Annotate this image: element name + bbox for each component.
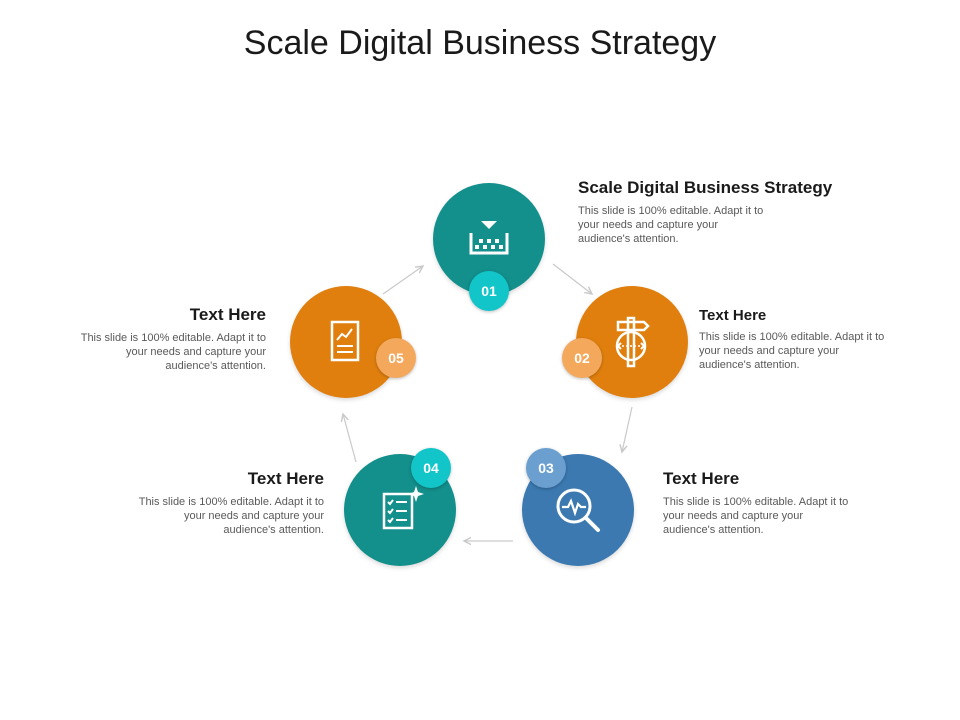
- step-05-description: This slide is 100% editable. Adapt it to…: [80, 332, 266, 372]
- step-03-description: This slide is 100% editable. Adapt it to…: [663, 496, 849, 536]
- step-05-badge: 05: [376, 338, 416, 378]
- step-02-heading: Text Here: [699, 307, 767, 324]
- step-05-text-block: Text Here This slide is 100% editable. A…: [76, 305, 266, 373]
- checklist-sparkle-icon: [382, 486, 424, 530]
- step-04-badge: 04: [411, 448, 451, 488]
- step-01-badge: 01: [469, 271, 509, 311]
- arrow-01-02: [552, 263, 592, 294]
- step-03-badge: 03: [526, 448, 566, 488]
- step-02-description: This slide is 100% editable. Adapt it to…: [699, 331, 885, 371]
- document-chart-icon: [330, 320, 360, 362]
- step-02-badge: 02: [562, 338, 602, 378]
- signpost-globe-icon: [615, 316, 650, 368]
- step-05-heading: Text Here: [189, 305, 266, 324]
- step-02-text-block: Text Here This slide is 100% editable. A…: [699, 307, 889, 372]
- step-01-description: This slide is 100% editable. Adapt it to…: [578, 205, 764, 245]
- step-01-heading: Scale Digital Business Strategy: [578, 178, 833, 197]
- arrow-05-01: [382, 266, 423, 295]
- step-04-description: This slide is 100% editable. Adapt it to…: [138, 496, 324, 536]
- inbox-download-icon: [469, 221, 509, 255]
- magnifier-pulse-icon: [556, 488, 600, 532]
- arrow-04-05: [343, 414, 357, 463]
- arrow-02-03: [622, 406, 633, 452]
- step-03-text-block: Text Here This slide is 100% editable. A…: [663, 469, 863, 537]
- step-04-heading: Text Here: [247, 469, 324, 488]
- page-title: Scale Digital Business Strategy: [243, 24, 717, 62]
- step-03-heading: Text Here: [663, 469, 740, 488]
- step-04-text-block: Text Here This slide is 100% editable. A…: [134, 469, 324, 537]
- step-01-text-block: Scale Digital Business Strategy This sli…: [578, 178, 878, 246]
